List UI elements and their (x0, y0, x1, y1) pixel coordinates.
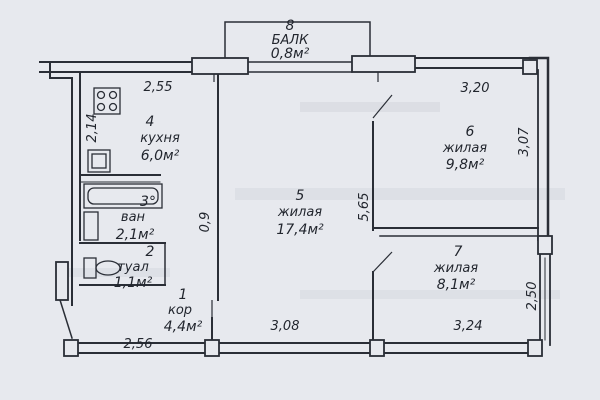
sink-icon (87, 149, 111, 173)
living-main-name: жилая (277, 205, 322, 220)
dim-kitchen-width: 2,55 (144, 80, 173, 95)
dim-partition-length: 5,65 (357, 193, 372, 222)
walls (39, 21, 551, 354)
bath-marker: 3° (140, 194, 156, 210)
toilet-name: туал (117, 260, 149, 275)
dim-living-se-height: 2,50 (525, 282, 540, 311)
dim-kitchen-height: 2,14 (85, 114, 100, 143)
stove-icon (93, 87, 121, 115)
door-swings (211, 94, 393, 318)
background-print (60, 102, 565, 299)
dim-bottom-right: 3,24 (454, 319, 483, 334)
living-main-area: 17,4м² (276, 222, 324, 238)
dim-living-ne-height: 3,07 (517, 127, 532, 157)
dim-door-width: 0,9 (198, 212, 213, 233)
living-se-area: 8,1м² (437, 277, 476, 293)
living-se-name: жилая (433, 261, 478, 276)
balcony-number: 8 (286, 18, 295, 34)
corridor-number: 1 (179, 287, 188, 303)
bath-name: ван (121, 210, 146, 225)
living-se-number: 7 (454, 244, 463, 260)
labels: 8 БАЛК 0,8м² 4 кухня 6,0м² 5 жилая 17,4м… (85, 18, 540, 352)
wall-right (528, 56, 550, 242)
corridor-area: 4,4м² (164, 319, 203, 335)
balcony-name: БАЛК (272, 33, 310, 48)
toilet-icon (83, 257, 121, 279)
toilet-area: 1,1м² (114, 275, 153, 291)
corridor-name: кор (168, 303, 192, 318)
kitchen-number: 4 (146, 114, 155, 130)
pillars (55, 55, 553, 357)
dim-bottom-left: 2,56 (124, 337, 153, 352)
kitchen-area: 6,0м² (141, 148, 180, 164)
living-ne-number: 6 (466, 124, 475, 140)
bathtub-icon (83, 183, 163, 241)
balcony-outline (224, 21, 371, 61)
dim-bottom-mid: 3,08 (271, 319, 300, 334)
toilet-number: 2 (146, 244, 155, 260)
balcony-area: 0,8м² (271, 46, 310, 62)
living-main-number: 5 (296, 188, 305, 204)
living-ne-name: жилая (442, 141, 487, 156)
kitchen-name: кухня (140, 131, 180, 146)
living-ne-area: 9,8м² (446, 157, 485, 173)
wall-left (49, 61, 73, 306)
bath-area: 2,1м² (116, 227, 155, 243)
dim-living-ne-width: 3,20 (461, 81, 490, 96)
